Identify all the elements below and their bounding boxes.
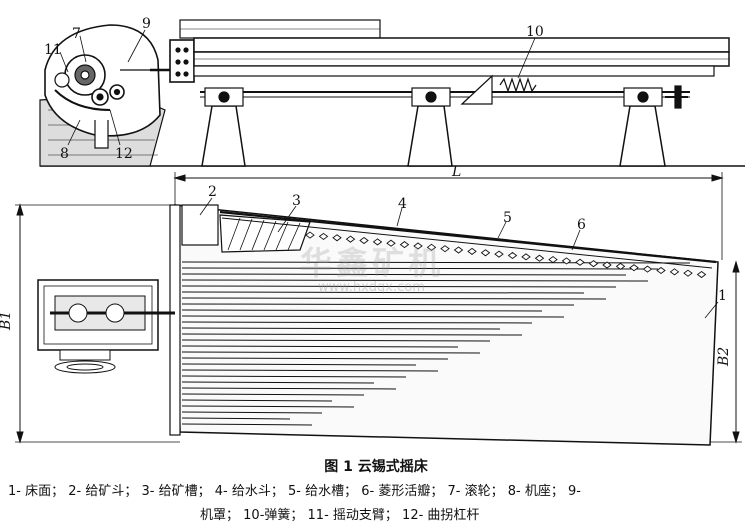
riffle-line [181, 267, 659, 270]
diamond-valve-icon [359, 236, 369, 245]
riffle-line [181, 417, 291, 420]
figure-title: 图 1 云锡式摇床 [324, 459, 428, 475]
riffle-line [181, 279, 649, 282]
diamond-valve-icon [440, 245, 450, 253]
dimension-labels: L B1 B2 [0, 164, 732, 367]
riffle-line [181, 327, 501, 330]
riffle-line [181, 351, 481, 354]
legend-item-3: 3- 给矿槽； [141, 484, 211, 499]
legend-line-2: 机罩； 10-弹簧； 11- 摇动支臂； 12- 曲拐杠杆 [200, 507, 740, 524]
callout-11: 11 [44, 42, 62, 58]
legend-line-1: 1- 床面； 2- 给矿斗； 3- 给矿槽； 4- 给水斗； 5- 给水槽； 6… [8, 483, 748, 500]
watermark-url: www.hxdqx.com [318, 280, 425, 295]
diamond-valve-icon [642, 265, 653, 273]
diamond-valve-icon [588, 260, 599, 268]
riffle-line [181, 411, 323, 414]
diamond-valve-icon [386, 239, 396, 247]
dim-B2: B2 [716, 347, 732, 367]
callout-8: 8 [60, 146, 69, 162]
riffle-line [181, 381, 375, 384]
diamond-valve-icon [602, 261, 612, 269]
watermark-text: 华鑫矿机 [300, 244, 445, 282]
diamond-valve-icon [318, 232, 329, 240]
callout-9: 9 [142, 16, 151, 32]
riffle-line [181, 423, 313, 426]
side-elevation [39, 19, 745, 167]
legend-item-4: 4- 给水斗； [214, 484, 284, 499]
diamond-valve-icon [426, 243, 437, 251]
riffle-line [181, 393, 365, 396]
riffle-line [181, 273, 627, 276]
callout-5: 5 [503, 210, 512, 226]
diamond-valve-icon [561, 257, 572, 265]
callout-12: 12 [115, 146, 133, 162]
diamond-valve-icon [534, 254, 545, 262]
callout-3: 3 [292, 193, 301, 209]
callout-1: 1 [718, 288, 727, 304]
callout-4: 4 [398, 196, 407, 212]
legend-item-11: 11- 摇动支臂； [307, 508, 398, 523]
riffle-line [181, 309, 543, 312]
callout-7: 7 [72, 26, 81, 42]
riffle-line [181, 345, 459, 348]
plan-view [15, 172, 742, 446]
legend-item-6: 6- 菱形活瓣； [361, 484, 444, 499]
riffle-line [181, 387, 397, 390]
riffle-line [181, 399, 333, 402]
riffle-line [181, 375, 407, 378]
legend-item-7: 7- 滚轮； [447, 484, 504, 499]
diamond-valve-icon [345, 235, 356, 243]
callout-6: 6 [577, 217, 586, 233]
diamond-valve-icon [669, 268, 680, 276]
legend-item-5: 5- 给水槽； [288, 484, 358, 499]
legend-item-8: 8- 机座； [507, 484, 564, 499]
legend-item-10: 10-弹簧； [243, 508, 304, 523]
diamond-valve-icon [399, 241, 410, 249]
callout-leaders [59, 29, 719, 319]
diamond-valve-icon [521, 253, 531, 261]
riffle-line [181, 303, 575, 306]
riffle-line [181, 405, 355, 408]
riffle-line [181, 339, 491, 342]
dim-B1: B1 [0, 311, 14, 331]
diamond-valve-icon [480, 249, 491, 257]
dim-L: L [451, 164, 461, 180]
riffle-line [181, 315, 565, 318]
riffle-line [181, 333, 523, 336]
riffle-line [181, 321, 533, 324]
callout-numbers: 9 7 11 8 12 10 2 3 4 5 6 1 [44, 16, 727, 304]
diamond-valve-icon [467, 247, 477, 255]
riffle-line [181, 357, 449, 360]
diamond-valve-icon [494, 250, 504, 258]
diamond-valve-icon [332, 234, 342, 242]
diamond-valve-icon [575, 258, 585, 266]
diamond-valve-icon [453, 246, 464, 254]
diamond-valve-icon [696, 270, 707, 279]
riffle-line [181, 369, 439, 372]
legend-item-2: 2- 给矿斗； [68, 484, 138, 499]
diamond-valve-icon [548, 256, 558, 264]
diamond-valve-icon [656, 266, 666, 275]
diamond-valve-icon [507, 251, 518, 260]
riffle-line [181, 285, 617, 288]
diamond-valve-icon [372, 238, 383, 246]
callout-2: 2 [208, 184, 217, 200]
riffle-line [181, 291, 585, 294]
riffle-line [181, 363, 417, 366]
diamond-valve-icon [615, 262, 626, 270]
riffle-line [181, 297, 607, 300]
legend-item-9b: 机罩； [200, 508, 240, 523]
diamond-valve-icon [305, 231, 315, 239]
diamond-valve-icon [629, 264, 639, 272]
legend-item-12: 12- 曲拐杠杆 [402, 508, 480, 523]
diamond-valve-icon [683, 269, 693, 277]
legend-item-1: 1- 床面； [8, 484, 65, 499]
legend-item-9a: 9- [568, 484, 581, 499]
callout-10: 10 [526, 24, 544, 40]
diamond-valve-icon [413, 242, 423, 250]
